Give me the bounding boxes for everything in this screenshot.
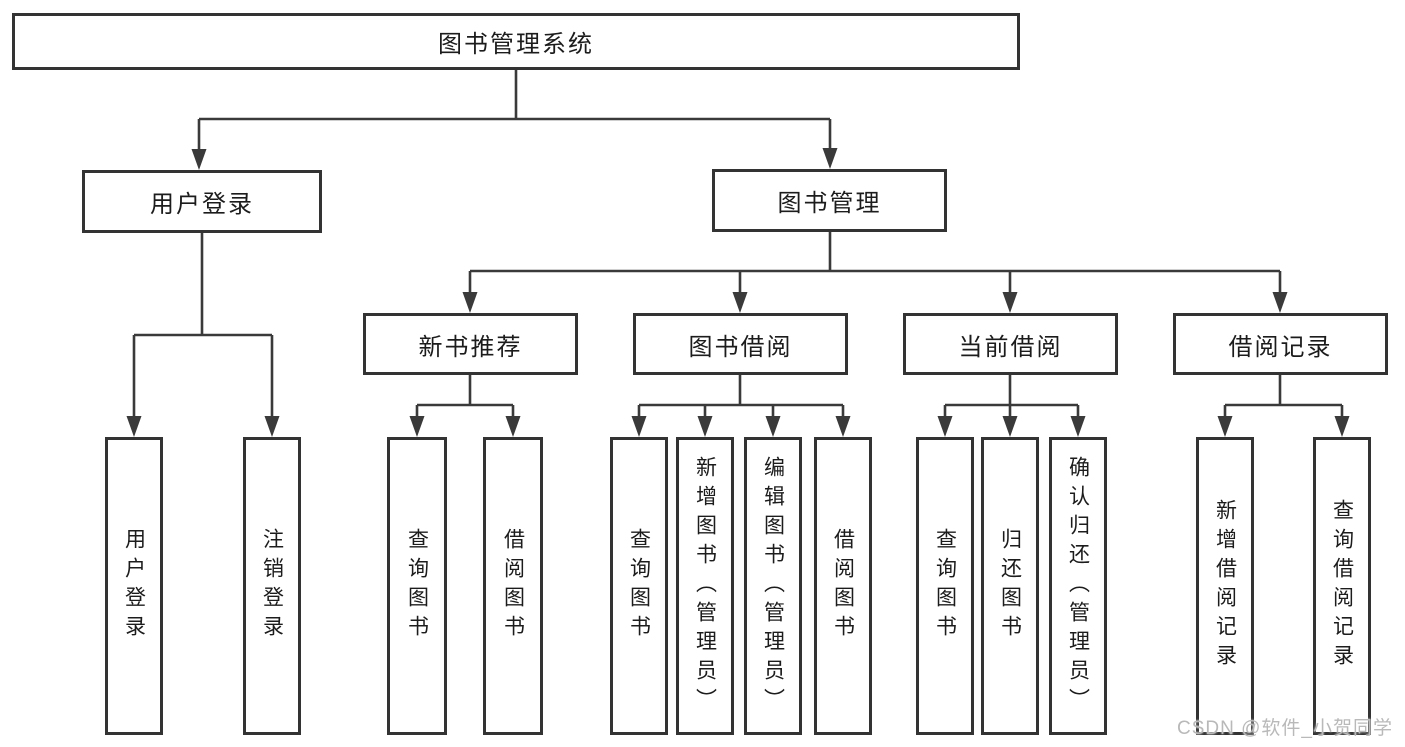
node-current-query-books: 查询图书	[916, 437, 974, 735]
node-book-management-branch: 图书管理	[712, 169, 947, 232]
node-current-confirm-return-admin: 确认归还（管理员）	[1049, 437, 1107, 735]
node-current-return-books: 归还图书	[981, 437, 1039, 735]
node-borrowing-borrow-books: 借阅图书	[814, 437, 872, 735]
node-records-add-borrowing-record: 新增借阅记录	[1196, 437, 1254, 735]
connector-user-login	[132, 233, 274, 418]
node-borrowing-query-books: 查询图书	[610, 437, 668, 735]
node-current-borrowing: 当前借阅	[903, 313, 1118, 375]
arrowheads	[126, 148, 1350, 437]
node-book-borrowing: 图书借阅	[633, 313, 848, 375]
node-recommend-query-books: 查询图书	[387, 437, 447, 735]
node-user-login-leaf: 用户登录	[105, 437, 163, 735]
connector-book-management	[468, 232, 1282, 294]
node-borrowing-edit-books-admin: 编辑图书（管理员）	[744, 437, 802, 735]
csdn-watermark: CSDN @软件_小贺同学	[1177, 718, 1393, 739]
connector-borrowing-records	[1223, 375, 1344, 418]
node-borrowing-add-books-admin: 新增图书（管理员）	[676, 437, 734, 735]
node-user-login-branch: 用户登录	[82, 170, 322, 233]
connector-current-borrowing	[943, 375, 1080, 418]
connector-book-borrowing	[637, 375, 845, 418]
connector-root	[197, 70, 832, 151]
connector-new-book-recommendation	[415, 375, 515, 418]
node-new-book-recommendation: 新书推荐	[363, 313, 578, 375]
node-records-query-borrowing-record: 查询借阅记录	[1313, 437, 1371, 735]
node-borrowing-records: 借阅记录	[1173, 313, 1388, 375]
node-recommend-borrow-books: 借阅图书	[483, 437, 543, 735]
node-library-management-system: 图书管理系统	[12, 13, 1020, 70]
node-logout-leaf: 注销登录	[243, 437, 301, 735]
